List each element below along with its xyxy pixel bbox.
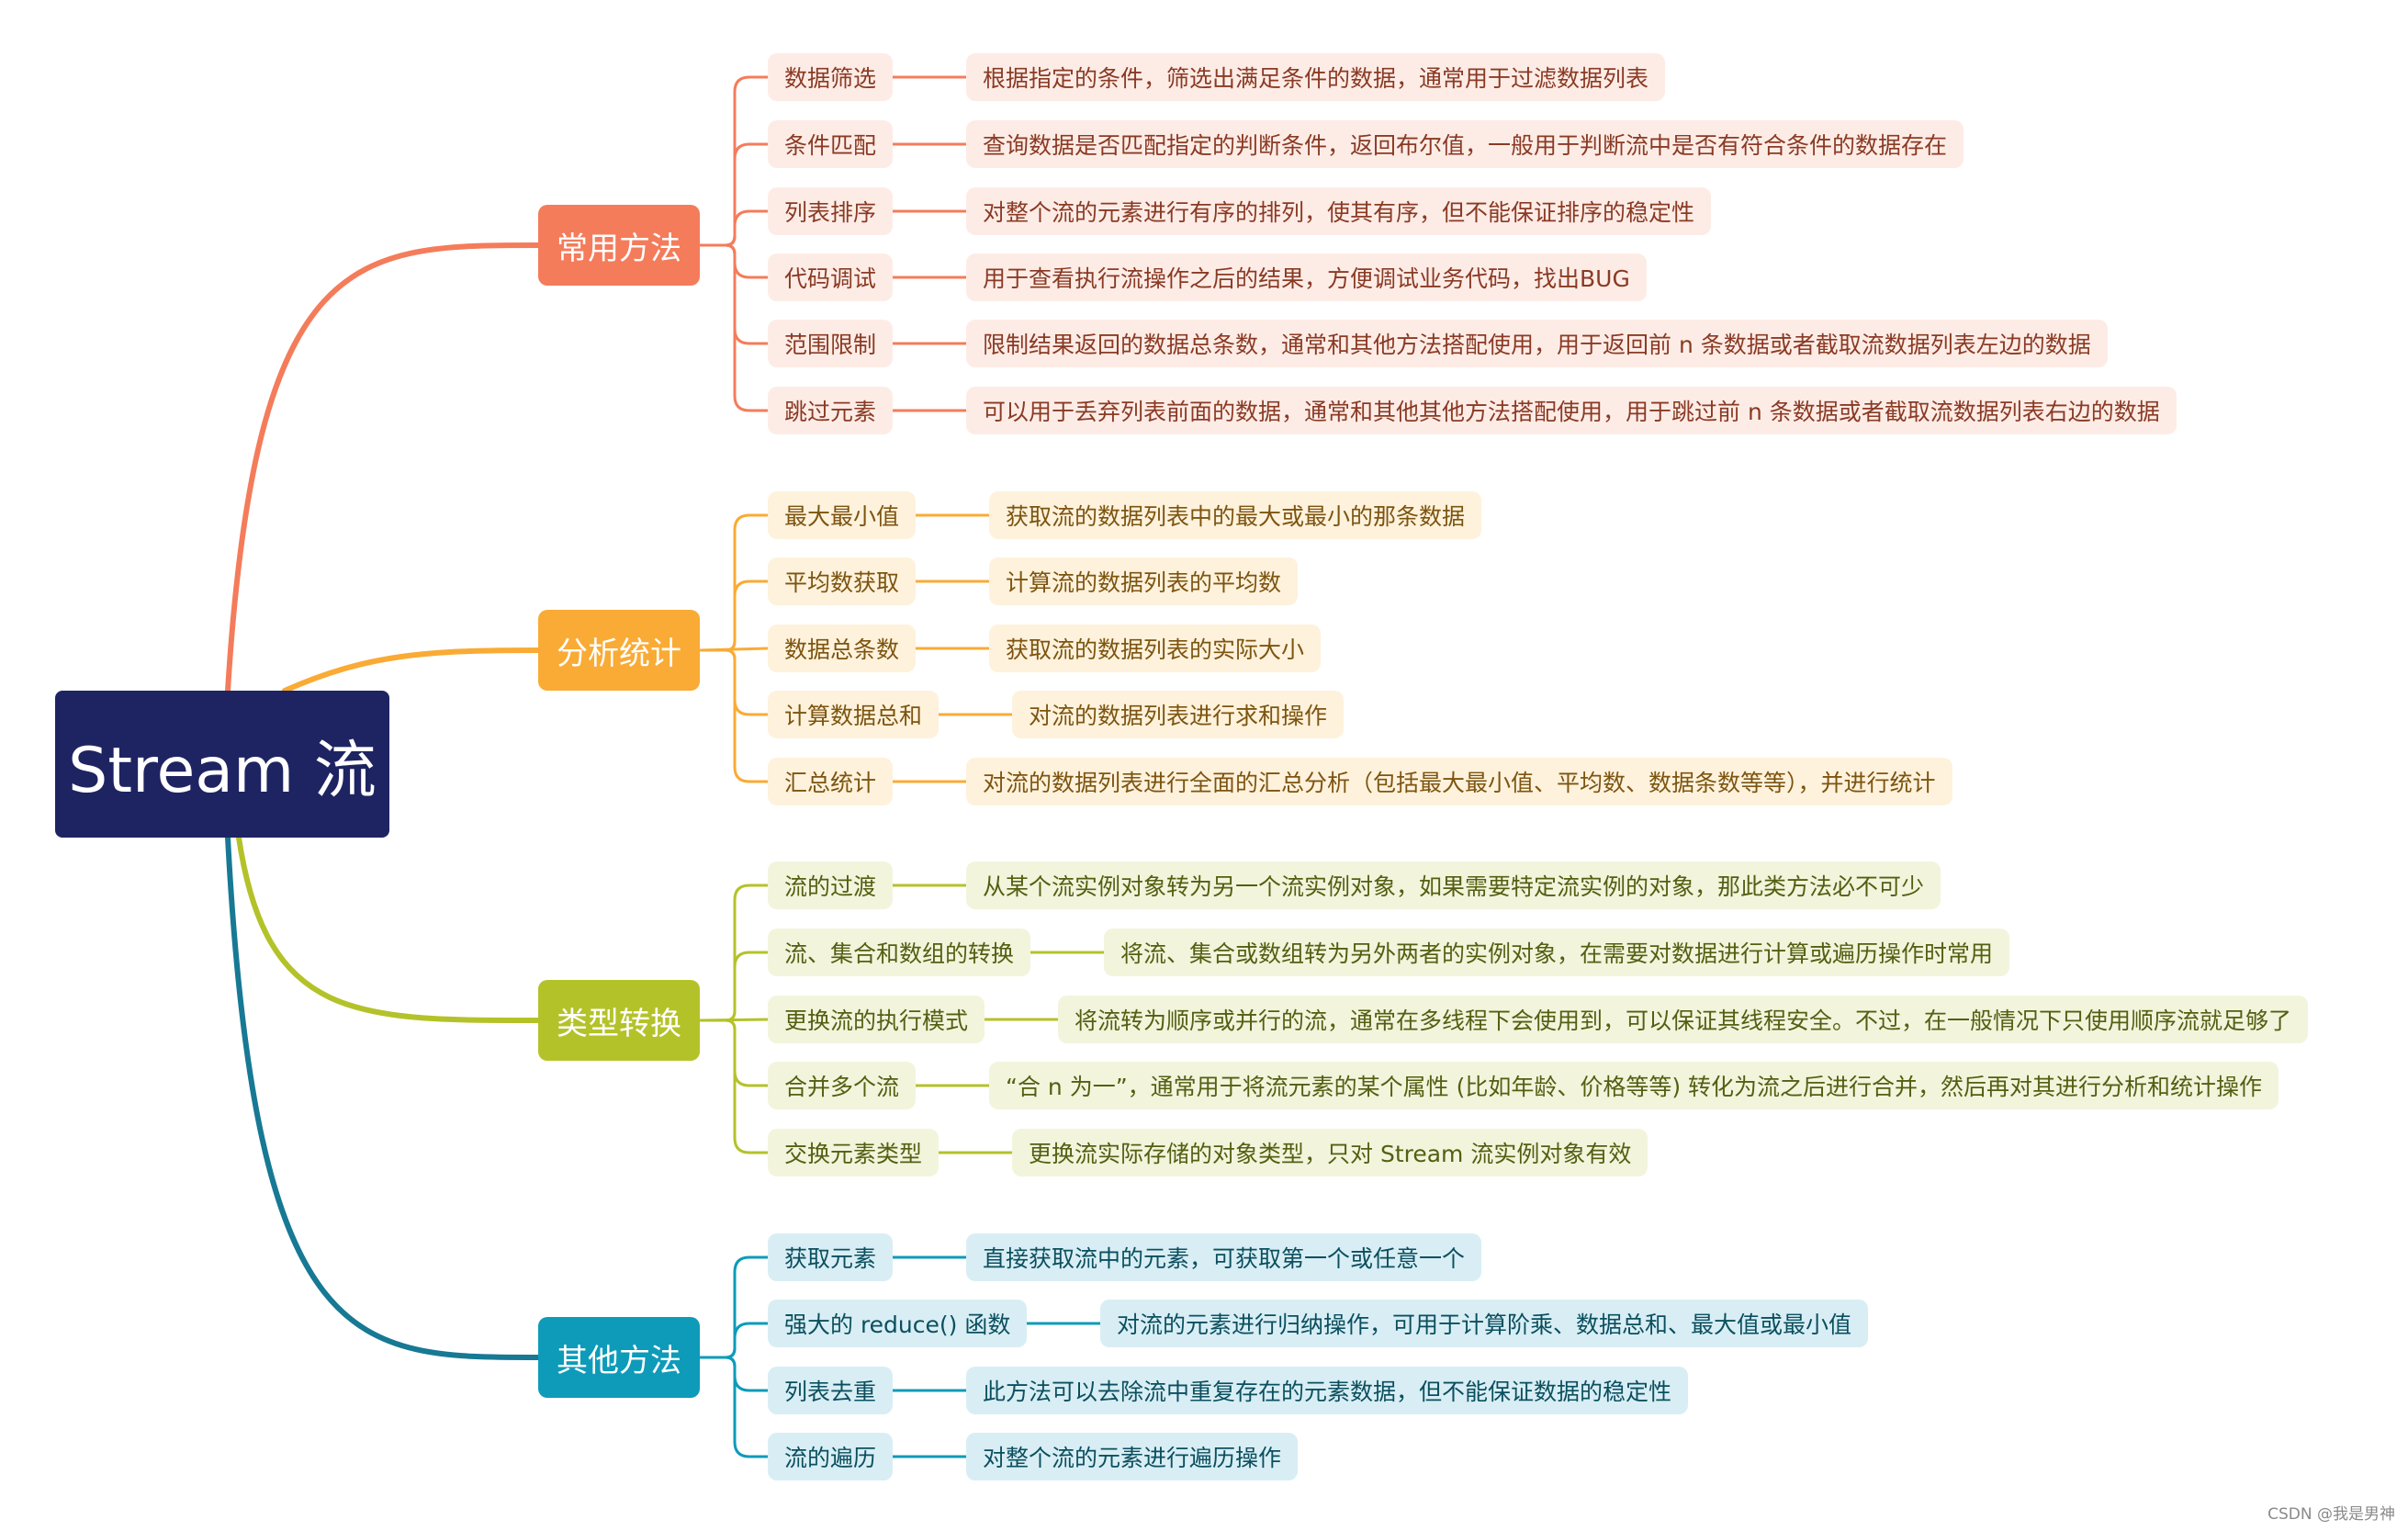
method-description: 可以用于丢弃列表前面的数据，通常和其他其他方法搭配使用，用于跳过前 n 条数据或… bbox=[966, 387, 2177, 434]
method-description: 直接获取流中的元素，可获取第一个或任意一个 bbox=[966, 1233, 1482, 1281]
method-description: 将流转为顺序或并行的流，通常在多线程下会使用到，可以保证其线程安全。不过，在一般… bbox=[1058, 996, 2309, 1043]
root-branch-line bbox=[236, 835, 541, 1023]
method-node[interactable]: 流、集合和数组的转换 bbox=[768, 929, 1031, 976]
root-branch-line bbox=[225, 242, 541, 693]
method-description: 此方法可以去除流中重复存在的元素数据，但不能保证数据的稳定性 bbox=[966, 1367, 1689, 1414]
category-node[interactable]: 类型转换 bbox=[538, 980, 700, 1061]
method-node[interactable]: 交换元素类型 bbox=[768, 1129, 940, 1176]
method-node[interactable]: 最大最小值 bbox=[768, 491, 917, 539]
method-description: 计算流的数据列表的平均数 bbox=[989, 557, 1299, 605]
category-node[interactable]: 其他方法 bbox=[538, 1317, 700, 1398]
method-node[interactable]: 列表排序 bbox=[768, 187, 894, 235]
method-node[interactable]: 平均数获取 bbox=[768, 557, 917, 605]
method-node[interactable]: 更换流的执行模式 bbox=[768, 996, 985, 1043]
leaf-branch-line bbox=[698, 1356, 770, 1458]
root-branch-line bbox=[225, 835, 541, 1360]
method-description: 限制结果返回的数据总条数，通常和其他方法搭配使用，用于返回前 n 条数据或者截取… bbox=[966, 320, 2108, 367]
method-description: 从某个流实例对象转为另一个流实例对象，如果需要特定流实例的对象，那此类方法必不可… bbox=[966, 861, 1941, 909]
leaf-branch-line bbox=[698, 1019, 770, 1154]
method-description: 对流的数据列表进行全面的汇总分析（包括最大最小值、平均数、数据条数等等），并进行… bbox=[966, 758, 1952, 805]
watermark: CSDN @我是男神 bbox=[2267, 1505, 2395, 1524]
method-description: 获取流的数据列表中的最大或最小的那条数据 bbox=[989, 491, 1482, 539]
method-node[interactable]: 计算数据总和 bbox=[768, 691, 940, 738]
method-description: 获取流的数据列表的实际大小 bbox=[989, 625, 1322, 672]
method-node[interactable]: 跳过元素 bbox=[768, 387, 894, 434]
method-node[interactable]: 数据总条数 bbox=[768, 625, 917, 672]
method-description: 用于查看执行流操作之后的结果，方便调试业务代码，找出BUG bbox=[966, 253, 1647, 301]
leaf-branch-line bbox=[698, 580, 770, 652]
method-description: 查询数据是否匹配指定的判断条件，返回布尔值，一般用于判断流中是否有符合条件的数据… bbox=[966, 120, 1964, 168]
method-description: 对整个流的元素进行遍历操作 bbox=[966, 1433, 1299, 1480]
method-description: 对流的元素进行归纳操作，可用于计算阶乘、数据总和、最大值或最小值 bbox=[1100, 1300, 1869, 1347]
method-node[interactable]: 代码调试 bbox=[768, 253, 894, 301]
method-node[interactable]: 列表去重 bbox=[768, 1367, 894, 1414]
method-node[interactable]: 范围限制 bbox=[768, 320, 894, 367]
leaf-branch-line bbox=[698, 243, 770, 412]
method-description: 对整个流的元素进行有序的排列，使其有序，但不能保证排序的稳定性 bbox=[966, 187, 1712, 235]
method-node[interactable]: 条件匹配 bbox=[768, 120, 894, 168]
leaf-branch-line bbox=[698, 951, 770, 1022]
method-node[interactable]: 流的过渡 bbox=[768, 861, 894, 909]
category-node[interactable]: 常用方法 bbox=[538, 205, 700, 286]
root-node[interactable]: Stream 流 bbox=[55, 691, 389, 838]
method-node[interactable]: 数据筛选 bbox=[768, 53, 894, 101]
method-node[interactable]: 汇总统计 bbox=[768, 758, 894, 805]
method-description: 将流、集合或数组转为另外两者的实例对象，在需要对数据进行计算或遍历操作时常用 bbox=[1104, 929, 2010, 976]
method-node[interactable]: 获取元素 bbox=[768, 1233, 894, 1281]
root-branch-line bbox=[282, 647, 541, 693]
method-description: “合 n 为一”，通常用于将流元素的某个属性 (比如年龄、价格等等) 转化为流之… bbox=[989, 1062, 2279, 1109]
method-description: 更换流实际存储的对象类型，只对 Stream 流实例对象有效 bbox=[1012, 1129, 1648, 1176]
method-node[interactable]: 强大的 reduce() 函数 bbox=[768, 1300, 1028, 1347]
category-node[interactable]: 分析统计 bbox=[538, 610, 700, 691]
method-description: 对流的数据列表进行求和操作 bbox=[1012, 691, 1345, 738]
method-node[interactable]: 合并多个流 bbox=[768, 1062, 917, 1109]
method-node[interactable]: 流的遍历 bbox=[768, 1433, 894, 1480]
leaf-branch-line bbox=[698, 648, 770, 783]
method-description: 根据指定的条件，筛选出满足条件的数据，通常用于过滤数据列表 bbox=[966, 53, 1666, 101]
